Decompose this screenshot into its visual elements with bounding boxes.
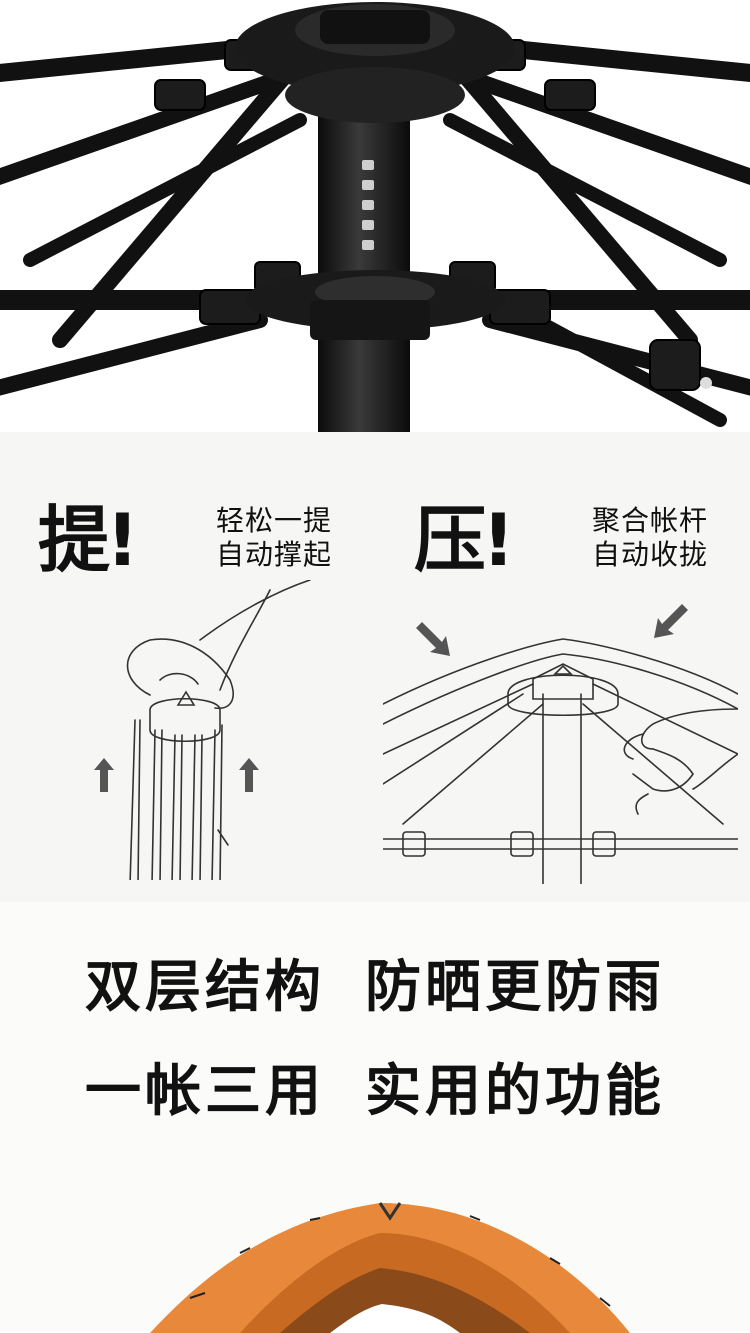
press-arrow-left-icon [416,622,450,656]
feature-press-title: 压! [414,498,515,582]
hand-pressing-frame-sketch [383,638,738,884]
feature-lift-caption-line1: 轻松一提 [215,504,332,537]
slogan-line-1: 双层结构防晒更防雨 [0,960,750,1016]
instruction-panel: 提! 轻松一提 自动撑起 [0,432,750,902]
feature-press-caption-line2: 自动收拢 [591,538,708,571]
feature-press-caption: 聚合帐杆 自动收拢 [566,504,708,572]
hero-frame-photo [0,0,750,432]
feature-lift-title: 提! [38,498,139,582]
tent-frame-hub-image [0,2,750,432]
slogan-line-2: 一帐三用实用的功能 [0,1064,750,1120]
feature-lift-caption: 轻松一提 自动撑起 [190,504,332,572]
press-arrow-right-icon [654,604,688,638]
hand-lifting-hub-sketch [126,580,311,880]
feature-lift-caption-line2: 自动撑起 [215,538,332,571]
slogan-line2-right: 实用的功能 [365,1059,665,1124]
up-arrow-right-icon [239,758,259,792]
slogan-line1-right: 防晒更防雨 [365,955,665,1020]
orange-tent-image [150,1202,630,1333]
up-arrow-left-icon [94,758,114,792]
slogan-line1-left: 双层结构 [85,955,325,1020]
feature-press-caption-line1: 聚合帐杆 [591,504,708,537]
slogan-line2-left: 一帐三用 [85,1059,325,1124]
slogan-panel: 双层结构防晒更防雨 一帐三用实用的功能 [0,902,750,1333]
